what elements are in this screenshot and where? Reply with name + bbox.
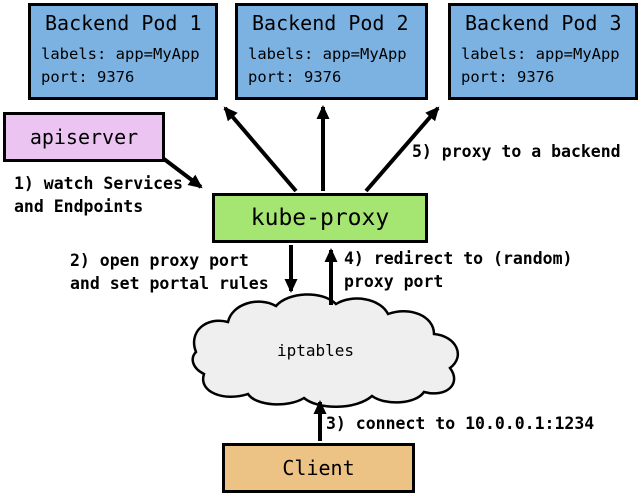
pod-3-labels: labels: app=MyApp — [461, 45, 620, 63]
kube-proxy-label: kube-proxy — [250, 205, 390, 231]
annotation-step5-proxy-backend: 5) proxy to a backend — [412, 142, 621, 161]
client-label: Client — [282, 456, 355, 480]
arrow-watch-services — [162, 157, 203, 189]
annotation-step3-connect: 3) connect to 10.0.0.1:1234 — [326, 414, 595, 433]
pod-3-title: Backend Pod 3 — [465, 11, 622, 35]
backend-pod-1-box: Backend Pod 1 labels: app=MyApp port: 93… — [28, 3, 218, 100]
backend-pod-3-box: Backend Pod 3 labels: app=MyApp port: 93… — [448, 3, 638, 100]
iptables-cloud-shape — [191, 293, 460, 408]
client-box: Client — [222, 443, 415, 493]
backend-pod-2-box: Backend Pod 2 labels: app=MyApp port: 93… — [235, 3, 428, 100]
annotation-step1-watch-services: 1) watch Services and Endpoints — [14, 174, 183, 216]
pod-2-port: port: 9376 — [248, 68, 342, 86]
arrow-proxy-to-pod3 — [364, 106, 440, 193]
kube-proxy-box: kube-proxy — [212, 193, 428, 243]
arrow-proxy-to-pod1 — [223, 106, 298, 193]
pod-1-title: Backend Pod 1 — [45, 11, 202, 35]
pod-2-title: Backend Pod 2 — [252, 11, 409, 35]
pod-1-labels: labels: app=MyApp — [41, 45, 200, 63]
iptables-label: iptables — [277, 341, 355, 360]
pod-2-labels: labels: app=MyApp — [248, 45, 407, 63]
annotation-step2-open-proxy-port: 2) open proxy port and set portal rules — [70, 251, 269, 293]
apiserver-label: apiserver — [29, 125, 139, 149]
pod-1-port: port: 9376 — [41, 68, 135, 86]
pod-3-port: port: 9376 — [461, 68, 555, 86]
apiserver-box: apiserver — [3, 112, 165, 162]
annotation-step4-redirect: 4) redirect to (random) proxy port — [344, 249, 573, 291]
